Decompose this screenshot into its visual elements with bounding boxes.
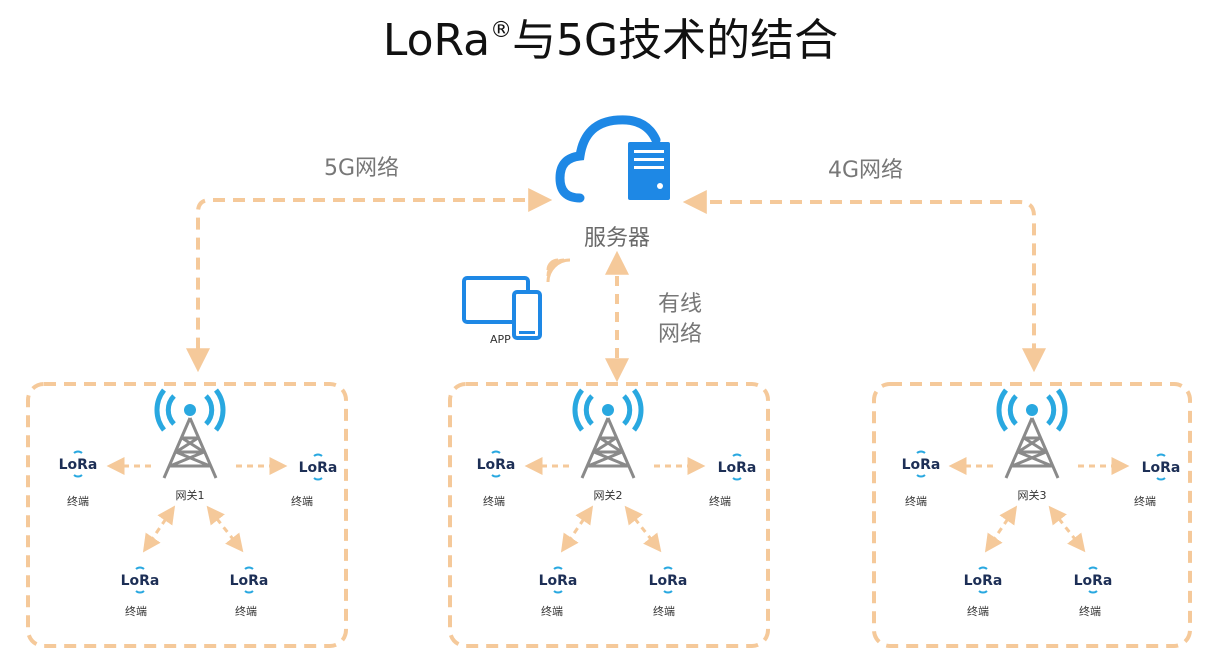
tablet-phone-icon xyxy=(462,276,542,340)
wired-label-line2: 网络 xyxy=(658,322,703,347)
registered-mark: ® xyxy=(490,18,513,43)
svg-text:终端: 终端 xyxy=(67,494,89,508)
svg-text:终端: 终端 xyxy=(1079,604,1101,618)
svg-text:终端: 终端 xyxy=(291,494,313,508)
cloud-server-icon xyxy=(555,115,670,203)
svg-text:终端: 终端 xyxy=(967,604,989,618)
gateway-cluster-1: 网关1 终端 终端 终端 终端 xyxy=(26,382,348,648)
wired-label-line1: 有线 xyxy=(658,292,703,317)
app-label: APP xyxy=(490,333,511,346)
svg-text:终端: 终端 xyxy=(125,604,147,618)
tower-icon xyxy=(575,390,641,478)
wifi-icon xyxy=(546,258,571,283)
link-5g xyxy=(186,188,553,373)
server-label: 服务器 xyxy=(584,226,651,251)
svg-text:网关3: 网关3 xyxy=(1018,488,1047,502)
link-5g-label: 5G网络 xyxy=(324,156,400,181)
tower-icon xyxy=(999,390,1065,478)
gateway-cluster-2: 网关2 终端 终端 终端 终端 xyxy=(448,382,770,648)
svg-text:终端: 终端 xyxy=(235,604,257,618)
title-lora: LoRa xyxy=(382,15,491,66)
wired-label: 有线 网络 xyxy=(658,290,702,350)
title-rest: 与5G技术的结合 xyxy=(512,15,839,66)
page-title: LoRa®与5G技术的结合 xyxy=(0,4,1221,68)
svg-text:终端: 终端 xyxy=(653,604,675,618)
svg-text:终端: 终端 xyxy=(905,494,927,508)
gateway-label: 网关1 xyxy=(176,488,205,502)
gateway-cluster-3: 网关3 终端 终端 终端 终端 xyxy=(872,382,1192,648)
svg-text:终端: 终端 xyxy=(1134,494,1156,508)
svg-text:终端: 终端 xyxy=(709,494,731,508)
svg-text:终端: 终端 xyxy=(483,494,505,508)
svg-text:终端: 终端 xyxy=(541,604,563,618)
link-4g-label: 4G网络 xyxy=(828,158,904,183)
svg-text:网关2: 网关2 xyxy=(594,488,623,502)
link-4g xyxy=(682,190,1046,373)
tower-icon xyxy=(157,390,223,478)
